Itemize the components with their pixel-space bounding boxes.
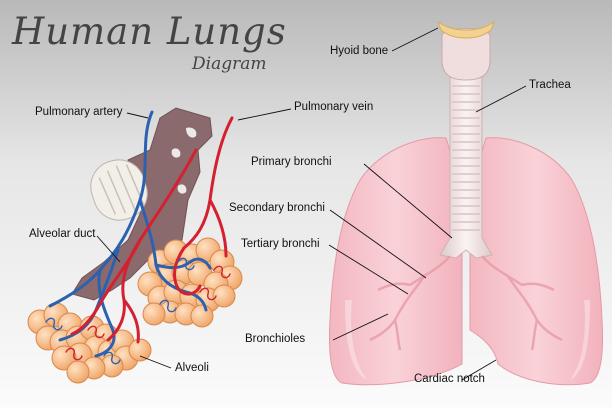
trachea-rings xyxy=(452,85,480,231)
hyoid-bone-shape xyxy=(436,20,496,39)
leader-trachea xyxy=(475,85,527,113)
label-cardiac-notch: Cardiac notch xyxy=(414,373,485,385)
label-hyoid-bone: Hyoid bone xyxy=(330,45,389,57)
leader-alveoli xyxy=(139,355,172,369)
bronchus-highlights xyxy=(171,127,197,194)
pulmonary-vein-vessels xyxy=(70,116,234,344)
label-secondary-bronchi: Secondary bronchi xyxy=(229,202,325,214)
lung-shading-right xyxy=(570,300,590,380)
label-trachea: Trachea xyxy=(529,79,571,91)
bronchus-cut-end xyxy=(90,159,148,221)
label-primary-bronchi: Primary bronchi xyxy=(251,156,332,168)
larynx xyxy=(441,28,491,81)
label-alveolar-duct: Alveolar duct xyxy=(29,228,96,240)
label-bronchioles: Bronchioles xyxy=(245,333,306,345)
label-pulmonary-vein: Pulmonary vein xyxy=(294,101,374,113)
leader-alveolar-duct xyxy=(96,235,121,263)
alveoli-figure xyxy=(27,107,243,384)
label-tertiary-bronchi: Tertiary bronchi xyxy=(241,238,320,250)
label-pulmonary-artery: Pulmonary artery xyxy=(35,106,123,118)
leader-tertiary-bronchi xyxy=(328,244,409,295)
leader-pulmonary-artery xyxy=(126,112,149,119)
leader-cardiac-notch xyxy=(461,359,497,381)
lung-shading-left xyxy=(345,300,368,380)
capillary-loops xyxy=(45,257,231,365)
leader-secondary-bronchi xyxy=(329,209,427,279)
label-alveoli: Alveoli xyxy=(175,362,209,374)
leader-lines xyxy=(96,27,527,381)
lung-figure xyxy=(328,20,604,386)
diagram-title: Human Lungs xyxy=(12,10,287,53)
leader-hyoid-bone xyxy=(391,27,439,52)
leader-bronchioles xyxy=(332,313,389,341)
leader-primary-bronchi xyxy=(363,163,453,239)
diagram-subtitle: Diagram xyxy=(192,54,267,74)
leader-pulmonary-vein xyxy=(237,108,292,121)
